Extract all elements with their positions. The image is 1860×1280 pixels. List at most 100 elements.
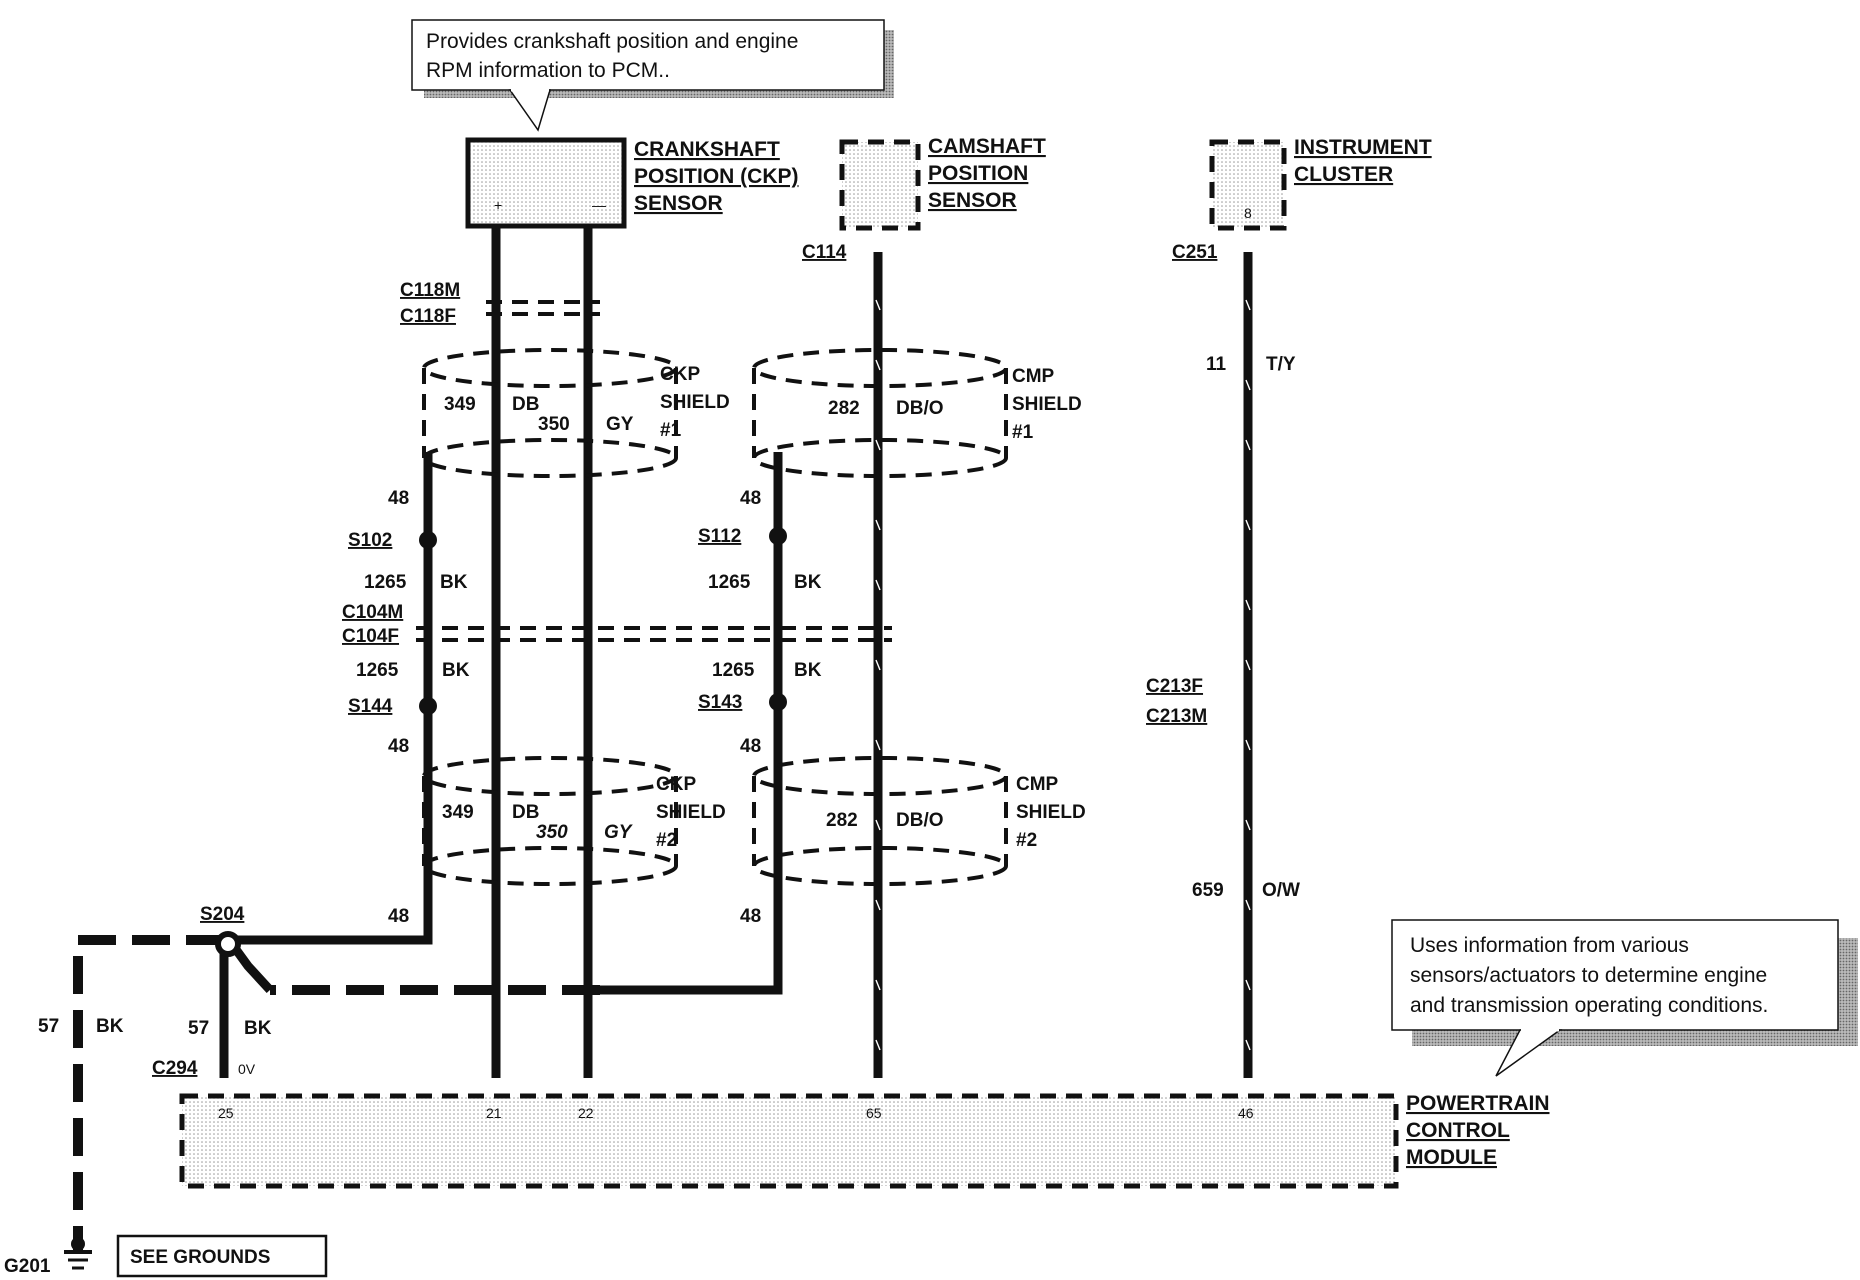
instrument-cluster: 8 INSTRUMENT CLUSTER	[1209, 136, 1432, 231]
splice-s143-label: S143	[698, 692, 742, 713]
splice-dots	[215, 527, 787, 957]
color-dbo-upper: DB/O	[896, 398, 944, 419]
crankshaft-position-sensor: + — CRANKSHAFT POSITION (CKP) SENSOR	[465, 137, 799, 229]
connector-c294: C294	[152, 1058, 198, 1079]
cmp-name-line2: POSITION	[928, 162, 1028, 185]
pcm-pin-46: 46	[1238, 1105, 1254, 1121]
ckp-shield1-line1: CKP	[660, 364, 700, 385]
pcm-name-line2: CONTROL	[1406, 1119, 1510, 1142]
cmp-shield1-line3: #1	[1012, 422, 1034, 443]
connector-c213m: C213M	[1146, 706, 1207, 727]
color-gy-upper: GY	[606, 414, 634, 435]
see-grounds-button[interactable]: SEE GROUNDS	[116, 1234, 328, 1278]
see-grounds-label: SEE GROUNDS	[130, 1247, 270, 1268]
pcm-note-line1: Uses information from various	[1410, 934, 1689, 957]
pcm-name-line3: MODULE	[1406, 1146, 1497, 1169]
ground-57-left: 57	[38, 1016, 59, 1037]
ckp-drain-48-lower: 48	[388, 736, 409, 757]
ckp-drain-bk-lower: BK	[442, 660, 470, 681]
ckp-drain-48-bottom: 48	[388, 906, 409, 927]
splice-s102-label: S102	[348, 530, 392, 551]
splice-s143-dot	[769, 693, 787, 711]
connector-c114: C114	[802, 242, 847, 263]
cmp-shield2-line2: SHIELD	[1016, 802, 1086, 823]
ic-name-line2: CLUSTER	[1294, 163, 1393, 186]
ckp-description-callout: Provides crankshaft position and engine …	[411, 19, 894, 132]
ckp-shield2-line1: CKP	[656, 774, 696, 795]
pcm-pin-22: 22	[578, 1105, 594, 1121]
ckp-drain-1265-lower: 1265	[356, 660, 399, 681]
ground-bk-left: BK	[96, 1016, 124, 1037]
ic-pin: 8	[1244, 205, 1252, 221]
cmp-drain-48-lower: 48	[740, 736, 761, 757]
connector-c213f: C213F	[1146, 676, 1203, 697]
splice-s112-dot	[769, 527, 787, 545]
color-dbo-lower: DB/O	[896, 810, 944, 831]
pcm-note-line3: and transmission operating conditions.	[1410, 994, 1768, 1017]
cmp-drain-bk-upper: BK	[794, 572, 822, 593]
color-gy-lower: GY	[604, 822, 634, 843]
cmp-shield2-line3: #2	[1016, 830, 1037, 851]
splice-s144-label: S144	[348, 696, 393, 717]
ckp-minus-terminal: —	[592, 197, 606, 213]
ground-57-right: 57	[188, 1018, 209, 1039]
pcm-pin-25: 25	[218, 1105, 234, 1121]
ground-bk-right: BK	[244, 1018, 272, 1039]
circuit-labels: 349 DB 350 GY 349 DB 350 GY 282 DB/O 282…	[38, 354, 1300, 1039]
color-ow: O/W	[1262, 880, 1300, 901]
cmp-drain-48-upper: 48	[740, 488, 761, 509]
cmp-shield2-line1: CMP	[1016, 774, 1059, 795]
camshaft-position-sensor: CAMSHAFT POSITION SENSOR	[839, 135, 1046, 231]
ckp-drain-48-upper: 48	[388, 488, 409, 509]
wire-texture	[875, 299, 1251, 1051]
ckp-drain-1265-upper: 1265	[364, 572, 407, 593]
shields	[422, 348, 1008, 886]
pcm-note-line2: sensors/actuators to determine engine	[1410, 964, 1767, 987]
ground-id: G201	[4, 1256, 51, 1277]
cmp-drain-1265-upper: 1265	[708, 572, 751, 593]
splice-s102-dot	[419, 531, 437, 549]
pcm-pin-21: 21	[486, 1105, 502, 1121]
cmp-shield1-line1: CMP	[1012, 366, 1055, 387]
circuit-659: 659	[1192, 880, 1224, 901]
ckp-note-line2: RPM information to PCM..	[426, 59, 670, 82]
ckp-note-line1: Provides crankshaft position and engine	[426, 30, 798, 53]
circuit-282-lower: 282	[826, 810, 858, 831]
circuit-349-upper: 349	[444, 394, 476, 415]
connector-c251: C251	[1172, 242, 1218, 263]
circuit-11: 11	[1206, 354, 1227, 375]
wires	[73, 226, 1253, 1250]
color-db-upper: DB	[512, 394, 539, 415]
cmp-drain-48-bottom: 48	[740, 906, 761, 927]
ckp-name-line2: POSITION (CKP)	[634, 165, 799, 188]
splice-s204-dot	[215, 931, 241, 957]
connector-lines	[416, 300, 892, 642]
circuit-349-lower: 349	[442, 802, 474, 823]
pcm-pin-65: 65	[866, 1105, 882, 1121]
connector-c118f: C118F	[400, 306, 456, 327]
cmp-name-line1: CAMSHAFT	[928, 135, 1046, 158]
color-ty: T/Y	[1266, 354, 1296, 375]
connector-c118m: C118M	[400, 280, 460, 301]
cmp-name-line3: SENSOR	[928, 189, 1017, 212]
ckp-shield2-line3: #2	[656, 830, 677, 851]
circuit-350-upper: 350	[538, 414, 570, 435]
connector-c104f: C104F	[342, 626, 399, 647]
ic-name-line1: INSTRUMENT	[1294, 136, 1432, 159]
ground-g201: G201	[4, 1237, 92, 1277]
splice-s204-label: S204	[200, 904, 245, 925]
ckp-name-line3: SENSOR	[634, 192, 723, 215]
pcm-name-line1: POWERTRAIN	[1406, 1092, 1550, 1115]
splice-s112-label: S112	[698, 526, 741, 547]
ground-icon	[71, 1237, 85, 1251]
ckp-name-line1: CRANKSHAFT	[634, 138, 780, 161]
cmp-shield1-line2: SHIELD	[1012, 394, 1082, 415]
connector-c104m: C104M	[342, 602, 403, 623]
shield-labels: CKP SHIELD #1 CKP SHIELD #2 CMP SHIELD #…	[656, 364, 1086, 851]
splice-labels: S102 S144 S112 S143 S204	[200, 526, 742, 925]
connector-labels: C118M C118F C104M C104F C114 C251 C213F …	[152, 242, 1218, 1079]
color-db-lower: DB	[512, 802, 539, 823]
ckp-shield2-line2: SHIELD	[656, 802, 726, 823]
ckp-drain-bk-upper: BK	[440, 572, 468, 593]
